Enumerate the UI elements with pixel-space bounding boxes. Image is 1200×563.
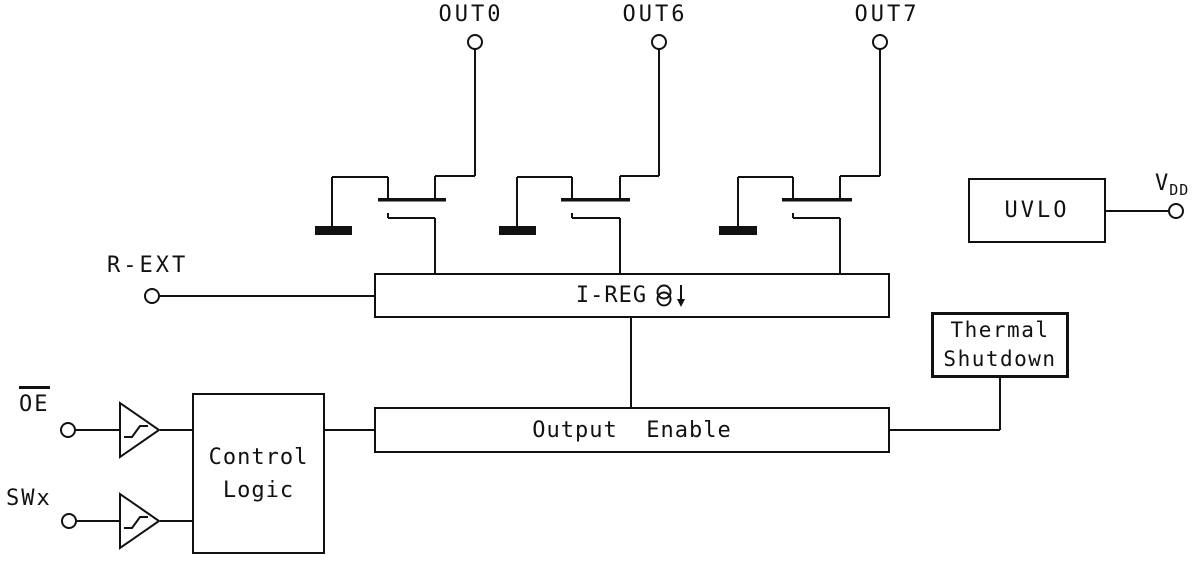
pin-label-oe-active-low: OE: [19, 386, 50, 416]
transistor-out7-bulk-bar: [719, 226, 757, 235]
block-output-enable: Output Enable: [374, 407, 890, 453]
schmitt-buffer-swx: [119, 492, 161, 550]
buffer-triangle-icon: [119, 401, 161, 459]
transistor-out7-leads: [737, 49, 881, 273]
terminal-out7-icon: [872, 34, 888, 50]
block-control-logic: Control Logic: [192, 393, 325, 554]
terminal-oe-icon: [60, 422, 76, 438]
transistor-out6: [499, 49, 660, 273]
current-source-down-icon: [656, 284, 686, 307]
thermal-shutdown-label-line2: Shutdown: [943, 347, 1057, 371]
terminal-out6-icon: [651, 34, 667, 50]
pin-label-rext: R-EXT: [107, 253, 189, 278]
terminal-rext-icon: [144, 288, 160, 304]
pin-label-vdd: VDD: [1155, 173, 1189, 201]
ireg-label: I-REG: [575, 283, 648, 308]
transistor-out0-gate-bar: [378, 198, 446, 202]
transistor-out7: [719, 49, 881, 273]
transistor-out6-bulk-bar: [499, 226, 536, 235]
vdd-subscript-text: DD: [1169, 181, 1190, 199]
pin-label-out7: OUT7: [854, 2, 920, 27]
terminal-out0-icon: [467, 34, 483, 50]
pin-label-swx: SWx: [6, 486, 52, 511]
transistor-out6-leads: [516, 49, 660, 273]
schmitt-buffer-oe: [119, 401, 161, 459]
uvlo-label: UVLO: [1004, 198, 1070, 223]
block-uvlo: UVLO: [968, 178, 1106, 243]
hysteresis-icon: [124, 425, 148, 438]
block-thermal-shutdown: Thermal Shutdown: [931, 312, 1069, 378]
pin-terminals: [60, 34, 1184, 529]
terminal-swx-icon: [61, 513, 77, 529]
hysteresis-icon: [124, 516, 148, 529]
output-enable-label: Output Enable: [532, 417, 732, 443]
pin-label-out0: OUT0: [438, 2, 504, 27]
control-logic-label-line2: Logic: [222, 477, 295, 503]
thermal-shutdown-label-line1: Thermal: [950, 318, 1050, 342]
pin-label-out6: OUT6: [622, 2, 688, 27]
transistor-out0-bulk-bar: [315, 226, 352, 235]
wire-output-enable-to-thermal: [889, 377, 1001, 431]
transistor-out0: [315, 49, 476, 273]
transistor-out7-gate-bar: [782, 198, 852, 202]
terminal-vdd-icon: [1168, 203, 1184, 219]
wire-net: [76, 210, 1168, 522]
block-current-regulator: I-REG: [374, 273, 890, 318]
control-logic-label-line1: Control: [208, 444, 309, 470]
transistor-out6-gate-bar: [561, 198, 630, 202]
buffer-triangle-icon: [119, 492, 161, 550]
transistor-out0-leads: [331, 49, 476, 273]
vdd-main-text: V: [1155, 171, 1170, 196]
